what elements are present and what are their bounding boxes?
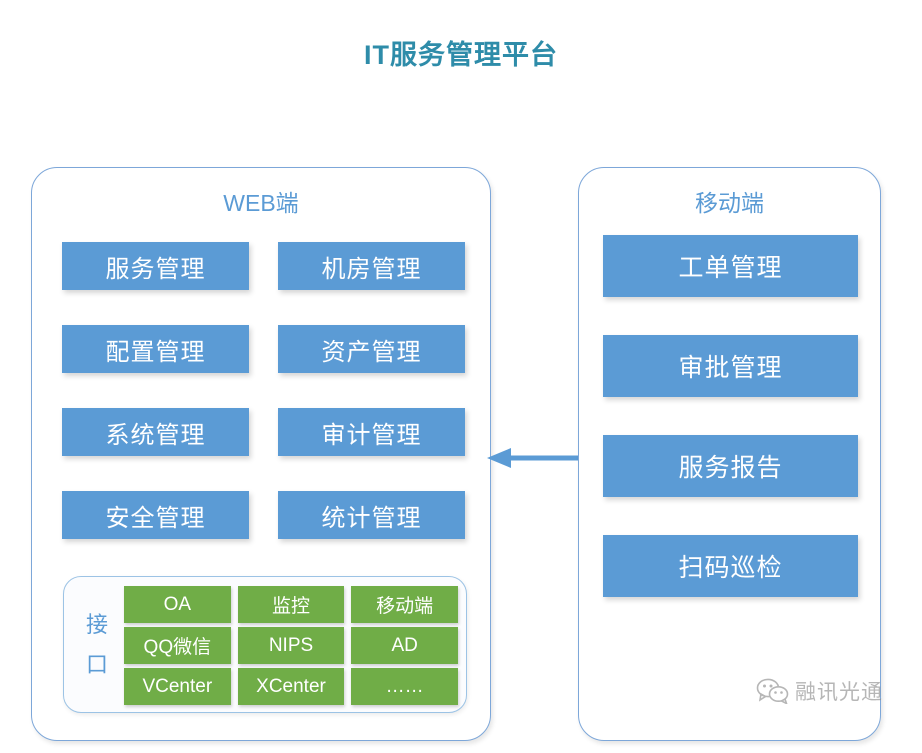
interface-tile-mobile[interactable]: 移动端 [351, 586, 458, 623]
interface-tile-vcenter[interactable]: VCenter [124, 668, 231, 705]
watermark: 融讯光通 [756, 676, 883, 706]
interface-tile-monitor[interactable]: 监控 [237, 586, 345, 623]
module-tile-service-management[interactable]: 服务管理 [62, 242, 249, 290]
interface-section: 接 口 OA 监控 移动端 QQ微信 NIPS AD VCenter XCent… [63, 576, 467, 713]
interface-tile-more[interactable]: …… [351, 668, 458, 705]
web-panel-heading: WEB端 [223, 190, 299, 216]
module-tile-security-management[interactable]: 安全管理 [62, 491, 249, 539]
interface-tile-nips[interactable]: NIPS [237, 627, 345, 664]
interface-tile-qq-wechat[interactable]: QQ微信 [124, 627, 231, 664]
interface-label-char-2: 口 [85, 652, 108, 677]
watermark-text: 融讯光通 [795, 681, 883, 704]
module-tile-scan-inspection[interactable]: 扫码巡检 [603, 535, 858, 597]
module-tile-system-management[interactable]: 系统管理 [62, 408, 249, 456]
wechat-icon [756, 678, 789, 704]
module-tile-statistics-management[interactable]: 统计管理 [278, 491, 465, 539]
mobile-panel: 移动端 工单管理 审批管理 服务报告 扫码巡检 [578, 167, 881, 741]
interface-tile-xcenter[interactable]: XCenter [237, 668, 345, 705]
module-tile-work-order-management[interactable]: 工单管理 [603, 235, 858, 297]
web-panel: WEB端 服务管理 机房管理 配置管理 资产管理 系统管理 审计管理 安全管理 … [31, 167, 491, 741]
module-tile-service-report[interactable]: 服务报告 [603, 435, 858, 497]
module-tile-configuration-management[interactable]: 配置管理 [62, 325, 249, 373]
module-tile-audit-management[interactable]: 审计管理 [278, 408, 465, 456]
mobile-panel-heading: 移动端 [695, 190, 764, 216]
module-tile-approval-management[interactable]: 审批管理 [603, 335, 858, 397]
interface-tile-oa[interactable]: OA [124, 586, 231, 623]
interface-grid: OA 监控 移动端 QQ微信 NIPS AD VCenter XCenter …… [124, 586, 458, 705]
module-tile-asset-management[interactable]: 资产管理 [278, 325, 465, 373]
interface-tile-ad[interactable]: AD [351, 627, 458, 664]
module-tile-datacenter-management[interactable]: 机房管理 [278, 242, 465, 290]
arrow-mobile-to-web-icon [487, 448, 579, 468]
interface-section-label: 接 口 [80, 605, 114, 685]
interface-label-char-1: 接 [85, 612, 108, 637]
page-title: IT服务管理平台 [364, 40, 558, 70]
